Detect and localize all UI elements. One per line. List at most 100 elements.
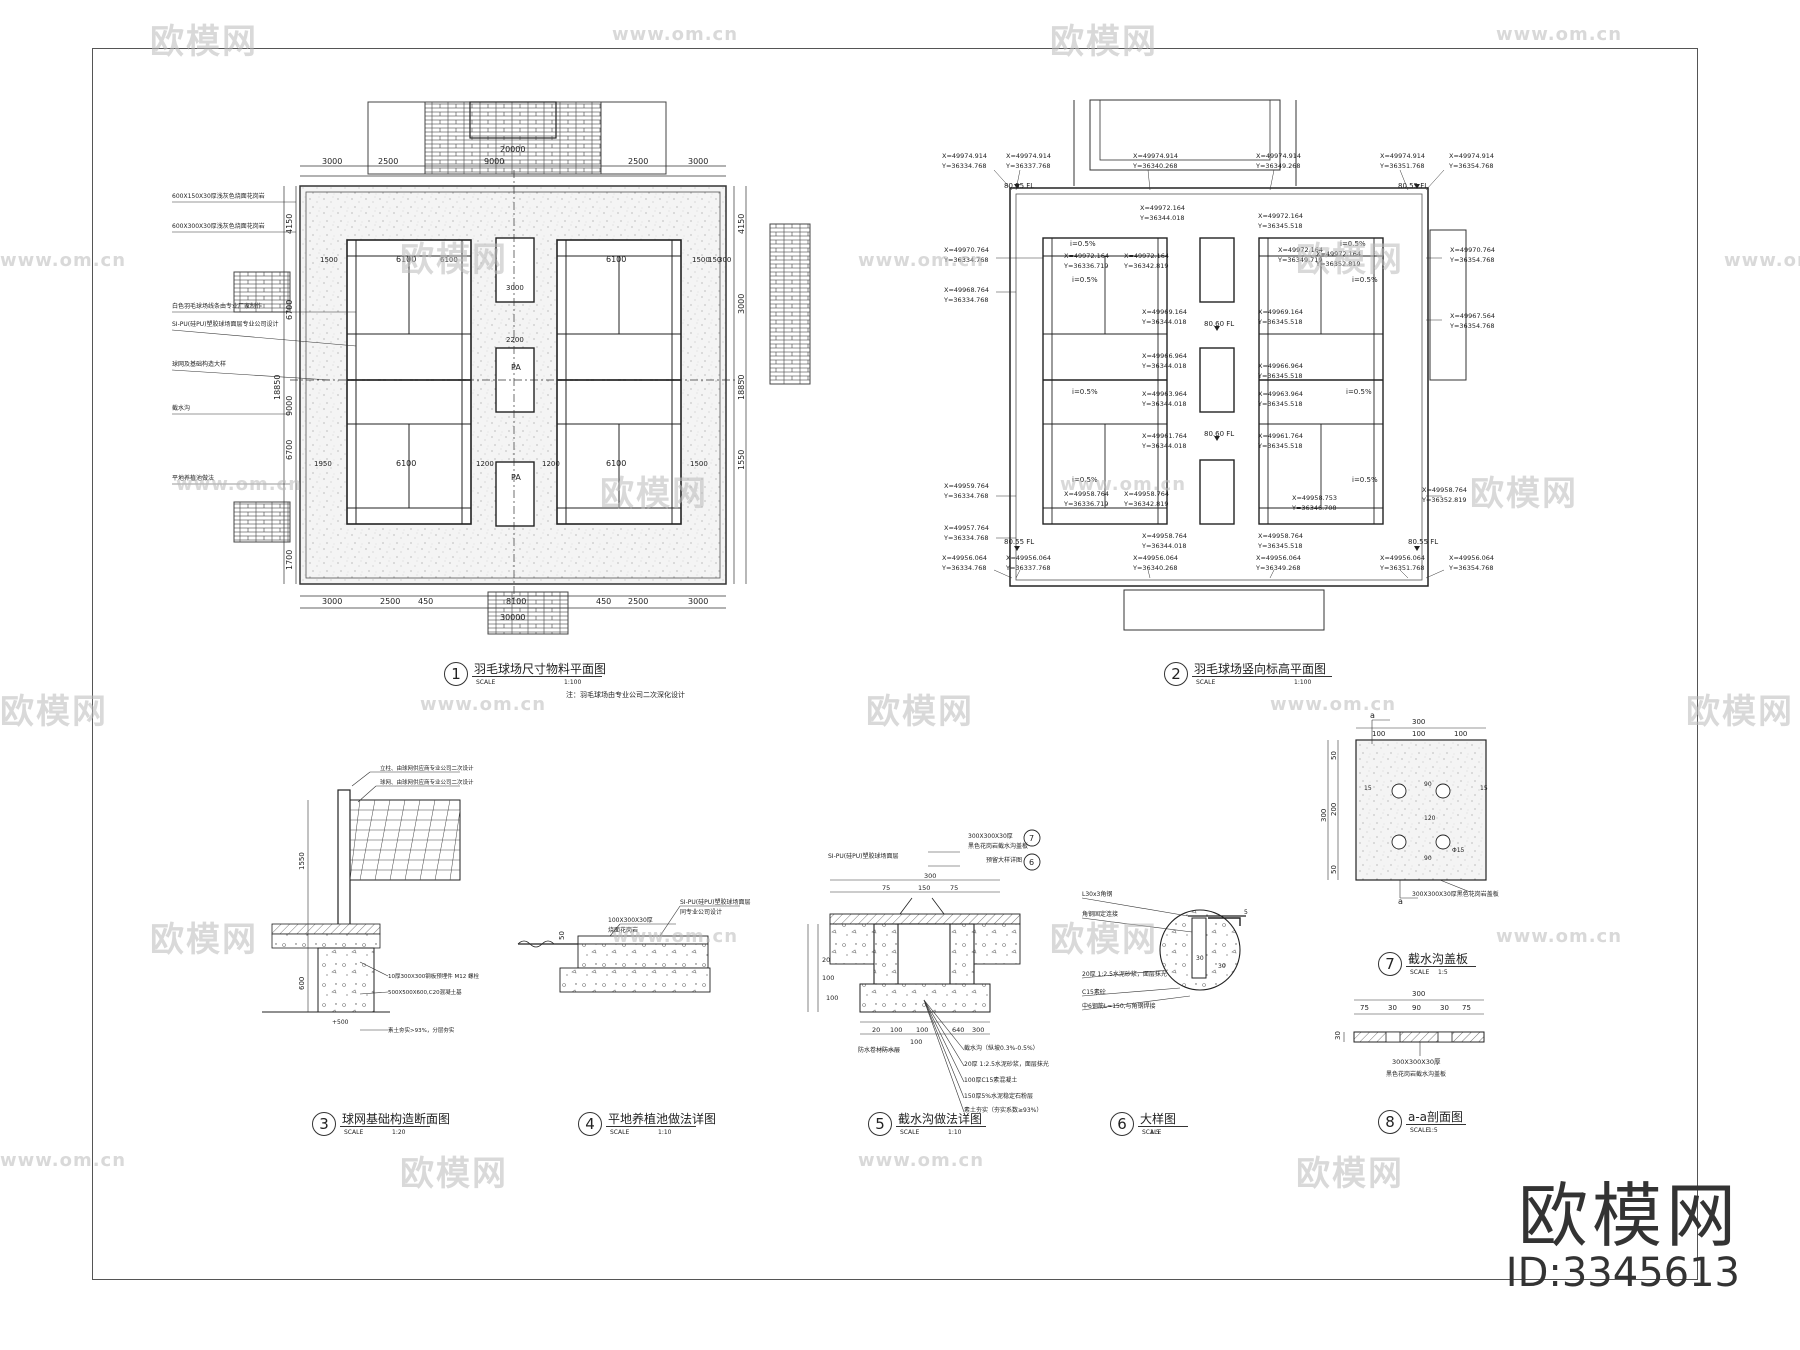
dimension: 30 xyxy=(1334,1031,1342,1040)
coordinate-label: Y=36352.819 xyxy=(1315,260,1361,268)
watermark-logo: 欧模网 xyxy=(1296,240,1404,280)
material-label: 100厚C15素混凝土 xyxy=(964,1076,1017,1084)
material-label: 截水沟 xyxy=(172,404,190,412)
material-label: 同专业公司设计 xyxy=(680,908,722,916)
dimension: 30 xyxy=(1196,955,1204,962)
dimension: 120 xyxy=(1424,815,1436,822)
material-label: 600X300X30厚浅灰色烧面花岗岩 xyxy=(172,222,265,230)
coordinate-label: X=49972.164 xyxy=(1316,250,1361,258)
elevation-label: 80.60 FL xyxy=(1204,430,1234,438)
dimension: 50 xyxy=(558,931,566,940)
coordinate-label: X=49966.964 xyxy=(1142,352,1187,360)
coordinate-label: Y=36351.768 xyxy=(1379,564,1425,572)
drawing-number: 8 xyxy=(1378,1110,1402,1134)
dimension: +500 xyxy=(332,1019,349,1026)
title-underline xyxy=(896,1126,986,1127)
material-label: L30x3角钢 xyxy=(1082,890,1112,898)
detail-7-cover-plate xyxy=(1327,719,1487,899)
dimension: 50 xyxy=(1330,751,1338,760)
scale-label: SCALE xyxy=(1196,679,1216,686)
coordinate-label: X=49970.764 xyxy=(1450,246,1495,254)
drawing-name: 平地养植池做法详图 xyxy=(608,1112,717,1126)
dimension: 100 xyxy=(1412,730,1425,738)
coordinate-label: Y=36334.768 xyxy=(943,534,989,542)
dimension: 300 xyxy=(1412,990,1425,998)
watermark-logo: 欧模网 xyxy=(1050,920,1158,960)
material-label: SI-PU(硅PU)塑胶球场面层 xyxy=(828,852,898,860)
dimension-bottom: 2500 xyxy=(628,597,648,606)
dimension: 30 xyxy=(1218,963,1226,970)
coordinate-label: Y=36345.518 xyxy=(1257,372,1303,380)
scale-label: SCALE xyxy=(610,1129,630,1136)
coordinate-label: X=49974.914 xyxy=(1006,152,1051,160)
coordinate-label: X=49961.764 xyxy=(1142,432,1187,440)
coordinate-label: X=49961.764 xyxy=(1258,432,1303,440)
elevation-label: 80.55 FL xyxy=(1004,538,1034,546)
title-underline xyxy=(1406,966,1476,967)
coordinate-label: Y=36336.719 xyxy=(1063,262,1109,270)
coordinate-label: X=49963.964 xyxy=(1258,390,1303,398)
dimension: 1550 xyxy=(298,852,306,870)
plan-2-annotations: X=49974.914Y=36334.768X=49974.914Y=36337… xyxy=(941,152,1495,572)
dimension: 75 xyxy=(950,884,958,892)
dimension-top: 3000 xyxy=(322,157,342,166)
court-dimension: 2200 xyxy=(506,336,524,344)
material-label: 10厚300X300钢板预埋件 M12 螺栓 xyxy=(388,972,480,980)
dimension: 100 xyxy=(916,1026,928,1034)
detail-3-net-foundation xyxy=(262,771,461,1031)
drawing-name: 羽毛球场竖向标高平面图 xyxy=(1194,662,1327,676)
coordinate-label: Y=36334.768 xyxy=(941,162,987,170)
material-label: 素土夯实>93%，分层夯实 xyxy=(388,1026,455,1034)
coordinate-label: Y=36344.018 xyxy=(1141,542,1187,550)
coordinate-label: Y=36342.819 xyxy=(1123,262,1169,270)
dimension: 300 xyxy=(972,1026,984,1034)
watermark-logo: 欧模网 xyxy=(1470,474,1578,514)
section-mark: a xyxy=(1398,897,1403,906)
slope-label: i=0.5% xyxy=(1072,388,1098,396)
drawing-name: 截水沟做法详图 xyxy=(898,1112,983,1126)
dimension: 20 xyxy=(872,1026,880,1034)
material-label: 500X500X600,C20混凝土基 xyxy=(388,988,462,996)
scale-label: SCALE xyxy=(344,1129,364,1136)
watermark-url: www.om.cn xyxy=(858,250,985,271)
court-dimension: 1200 xyxy=(476,460,494,468)
coordinate-label: Y=36351.768 xyxy=(1379,162,1425,170)
dimension: 100 xyxy=(910,1038,922,1046)
material-label: C15素砼 xyxy=(1082,988,1106,996)
coordinate-label: X=49970.764 xyxy=(944,246,989,254)
brand-logo-text: 欧模网 xyxy=(1518,1175,1740,1257)
dimension-bottom: 3000 xyxy=(688,597,708,606)
callout-number: 6 xyxy=(1029,858,1034,867)
coordinate-label: X=49956.064 xyxy=(942,554,987,562)
dimension: 15 xyxy=(1364,785,1372,792)
title-underline xyxy=(1192,676,1332,677)
material-label: 黑色花岗岩截水沟盖板 xyxy=(968,842,1028,850)
coordinate-label: Y=36344.018 xyxy=(1139,214,1185,222)
dimension: 50 xyxy=(1330,865,1338,874)
scale-label: SCALE xyxy=(1410,969,1430,976)
material-label: 300X300X30厚 xyxy=(968,833,1013,840)
material-label: 素土夯实（夯实系数≥93%） xyxy=(964,1106,1042,1114)
scale-label: SCALE xyxy=(1142,1129,1162,1136)
elevation-label: 80.60 FL xyxy=(1204,320,1234,328)
slope-label: i=0.5% xyxy=(1352,476,1378,484)
drawing-sheet-frame xyxy=(92,48,1698,1280)
watermark-url: www.om.cn xyxy=(1060,474,1187,495)
material-label: 立柱、由球网供应商专业公司二次设计 xyxy=(380,764,474,772)
court-width: 6100 xyxy=(606,255,626,264)
drawing-name: 大样图 xyxy=(1140,1112,1177,1126)
coordinate-label: Y=36345.518 xyxy=(1257,222,1303,230)
hole-label: Φ15 xyxy=(1452,847,1465,854)
coordinate-label: X=49963.964 xyxy=(1142,390,1187,398)
drawing-name: 羽毛球场尺寸物料平面图 xyxy=(474,662,607,676)
dimension-total-left: 18850 xyxy=(273,375,282,400)
material-label: 中6钢筋L=150,与角钢焊接 xyxy=(1082,1002,1156,1010)
coordinate-label: X=49958.753 xyxy=(1292,494,1337,502)
dimension: 640 xyxy=(952,1026,964,1034)
material-label: 300X300X30厚 xyxy=(1392,1058,1441,1066)
coordinate-label: Y=36340.268 xyxy=(1132,564,1178,572)
scale-value: 1:20 xyxy=(392,1129,406,1136)
dimension: 300 xyxy=(1320,809,1328,822)
dimension: 75 xyxy=(1360,1004,1369,1012)
material-label: 白色羽毛球场线条由专业厂家制作 xyxy=(172,302,262,310)
